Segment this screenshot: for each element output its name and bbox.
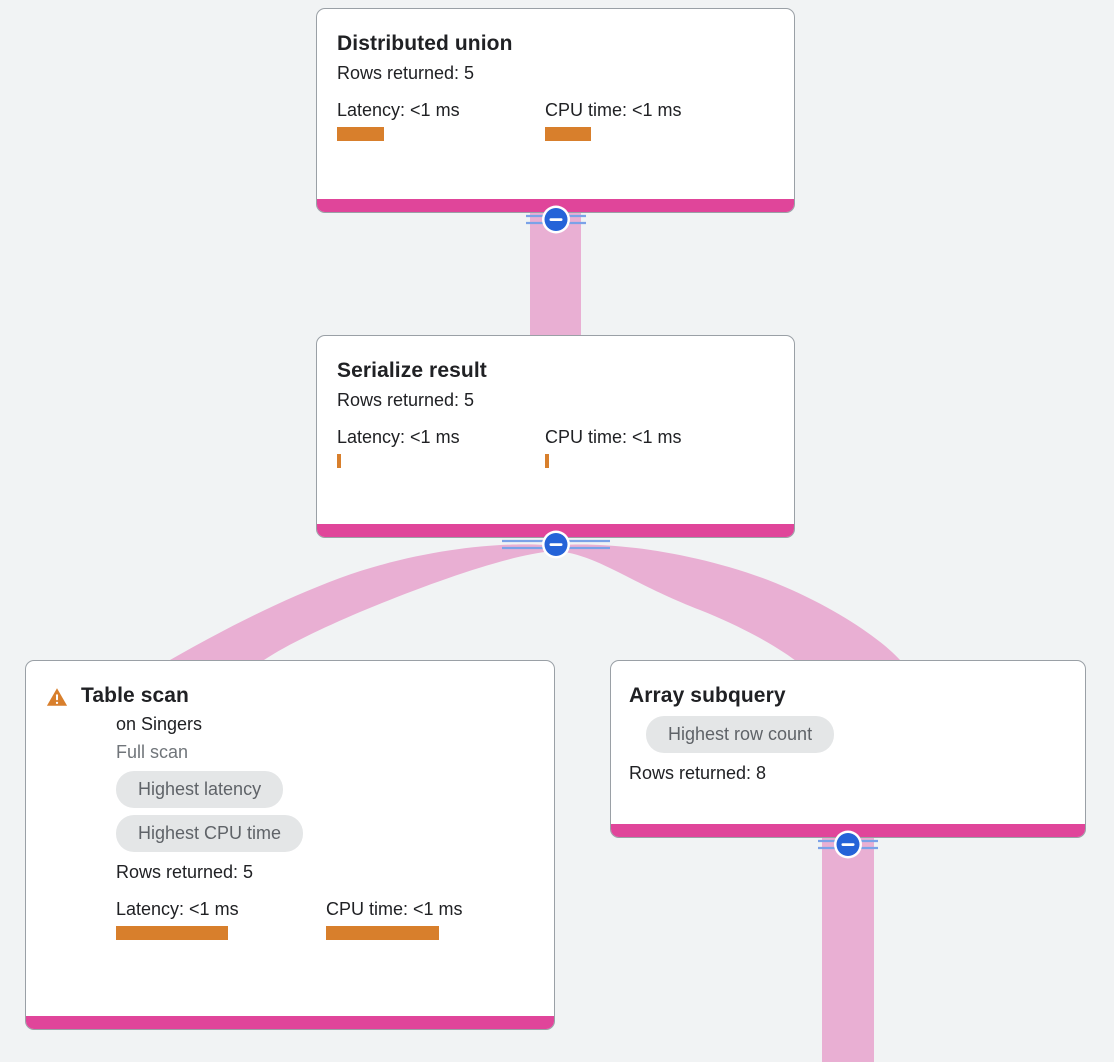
metric-cpu-time-label: CPU time: <1 ms — [545, 100, 682, 120]
node-body: Array subquery Highest row count Rows re… — [611, 661, 1085, 824]
node-scan-type: Full scan — [116, 742, 189, 762]
metric-cpu-time-bar — [326, 926, 439, 940]
node-body: Serialize result Rows returned: 5 Latenc… — [317, 336, 794, 524]
metric-latency: Latency: <1 ms — [116, 898, 326, 940]
node-title: Array subquery — [629, 684, 786, 707]
metric-latency: Latency: <1 ms — [337, 99, 545, 141]
badge-highest-latency[interactable]: Highest latency — [116, 771, 284, 808]
metrics-row: Latency: <1 ms CPU time: <1 ms — [116, 898, 534, 940]
metric-latency-bar — [116, 926, 228, 940]
metric-cpu-time: CPU time: <1 ms — [326, 898, 463, 940]
node-title: Table scan — [81, 684, 189, 707]
node-table-scan[interactable]: Table scan on Singers Full scan Highest … — [25, 660, 555, 1030]
rows-returned-text: Rows returned: 8 — [629, 763, 767, 783]
metric-latency-label: Latency: <1 ms — [337, 100, 460, 120]
toggle-array-subquery[interactable] — [816, 828, 880, 861]
badge-highest-cpu-time[interactable]: Highest CPU time — [116, 815, 304, 852]
badge-list: Highest latency Highest CPU time — [116, 771, 534, 852]
toggle-serialize-result[interactable] — [500, 528, 612, 561]
rows-returned-text: Rows returned: 5 — [337, 63, 475, 83]
metric-latency-label: Latency: <1 ms — [116, 899, 239, 919]
warning-triangle-icon — [46, 688, 68, 706]
metric-latency-bar — [337, 454, 341, 468]
edge-serialize-result-to-array-subquery — [558, 544, 900, 664]
metric-cpu-time-label: CPU time: <1 ms — [545, 427, 682, 447]
rows-returned-text: Rows returned: 5 — [116, 862, 254, 882]
metric-cpu-time-label: CPU time: <1 ms — [326, 899, 463, 919]
badge-highest-row-count[interactable]: Highest row count — [646, 716, 835, 753]
node-array-subquery[interactable]: Array subquery Highest row count Rows re… — [610, 660, 1086, 838]
edge-array-subquery-to-child — [822, 838, 874, 1062]
metrics-row: Latency: <1 ms CPU time: <1 ms — [337, 99, 774, 141]
node-serialize-result[interactable]: Serialize result Rows returned: 5 Latenc… — [316, 335, 795, 538]
node-title: Serialize result — [337, 359, 487, 382]
node-body: Distributed union Rows returned: 5 Laten… — [317, 9, 794, 199]
node-distributed-union[interactable]: Distributed union Rows returned: 5 Laten… — [316, 8, 795, 213]
toggle-distributed-union[interactable] — [524, 203, 588, 236]
node-subtitle: on Singers — [116, 714, 203, 734]
metric-latency-label: Latency: <1 ms — [337, 427, 460, 447]
node-accent-bar — [317, 524, 794, 537]
metric-latency-bar — [337, 127, 384, 141]
node-header: Array subquery — [629, 683, 1065, 709]
node-details: on Singers Full scan Highest latency Hig… — [46, 712, 534, 940]
rows-returned-text: Rows returned: 5 — [337, 390, 475, 410]
badge-list: Highest row count — [629, 716, 1065, 753]
metric-cpu-time: CPU time: <1 ms — [545, 99, 682, 141]
metric-latency: Latency: <1 ms — [337, 426, 545, 468]
edge-serialize-result-to-table-scan — [163, 544, 552, 664]
metric-cpu-time-bar — [545, 454, 549, 468]
node-header: Distributed union — [337, 31, 774, 57]
node-header: Serialize result — [337, 358, 774, 384]
node-header: Table scan — [46, 683, 534, 709]
metric-cpu-time: CPU time: <1 ms — [545, 426, 682, 468]
node-body: Table scan on Singers Full scan Highest … — [26, 661, 554, 1016]
metrics-row: Latency: <1 ms CPU time: <1 ms — [337, 426, 774, 468]
node-accent-bar — [26, 1016, 554, 1029]
node-accent-bar — [317, 199, 794, 212]
metric-cpu-time-bar — [545, 127, 591, 141]
node-title: Distributed union — [337, 32, 513, 55]
